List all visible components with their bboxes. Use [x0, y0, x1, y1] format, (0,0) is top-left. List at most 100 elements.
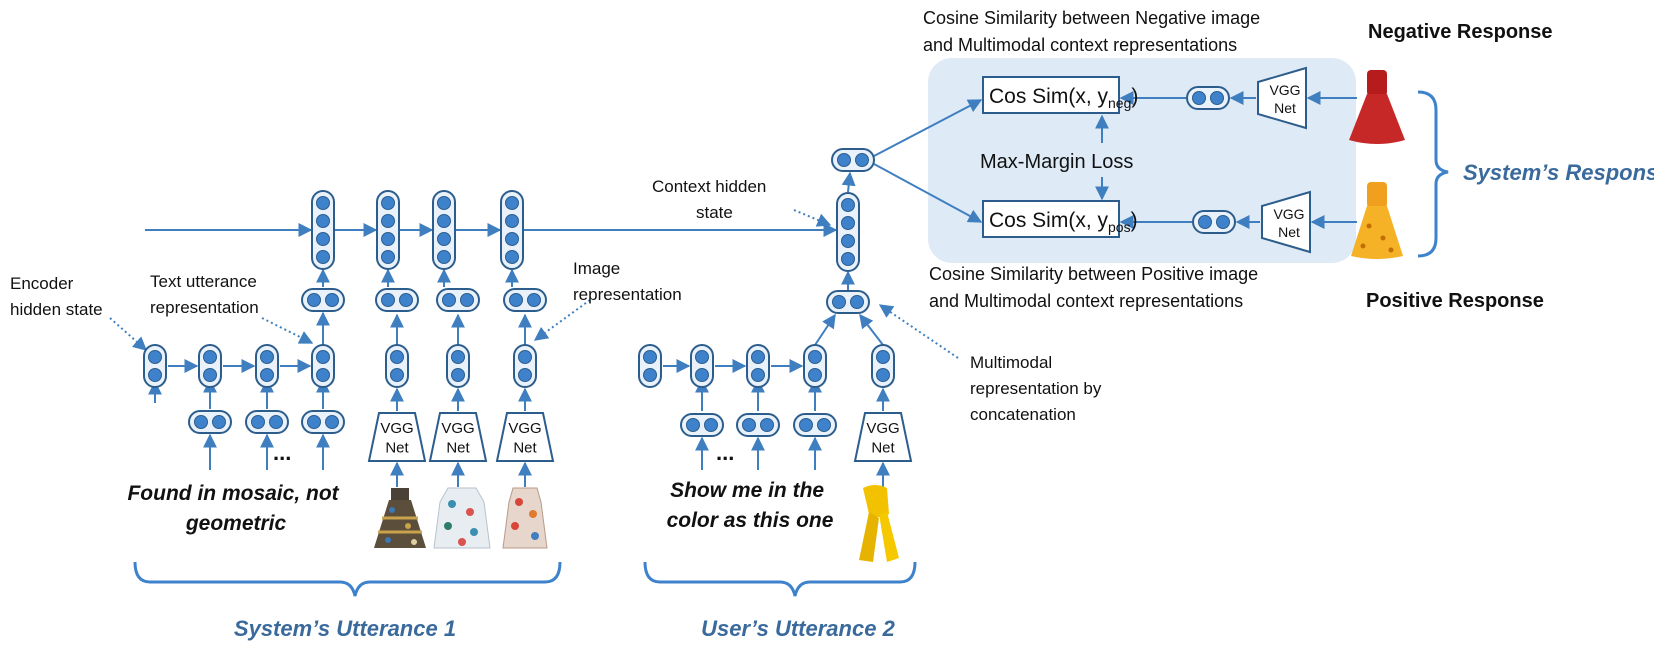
node-dot [269, 415, 283, 429]
ellipsis-user: ... [716, 440, 734, 465]
node-dot [1192, 91, 1206, 105]
image-repr-line2: representation [573, 285, 682, 304]
cos-neg-caption-line1: Cosine Similarity between Negative image [923, 8, 1260, 28]
product-images [374, 70, 1405, 562]
word-embedding-node [301, 410, 345, 434]
context-rnn-node [500, 190, 524, 270]
vgg-label-line2: Net [446, 439, 470, 456]
node-dot [518, 350, 532, 364]
text-repr-line1: Text utterance [150, 272, 257, 291]
node-dot [695, 368, 709, 382]
encoder-hidden-node [803, 344, 827, 388]
node-dot [760, 418, 774, 432]
vgg-shape [428, 412, 488, 462]
word-embedding-node [793, 413, 837, 437]
context-hidden-state-label: Context hidden state [652, 177, 771, 222]
node-dot [751, 368, 765, 382]
vgg-label-line2: Net [1278, 224, 1300, 240]
user-utterance-caption: User’s Utterance 2 [701, 616, 895, 641]
image-repr-node [385, 344, 409, 388]
vgg-shape [367, 412, 427, 462]
multimodal-line2: representation by [970, 379, 1102, 398]
cos-neg-caption: Cosine Similarity between Negative image… [923, 8, 1265, 55]
system-response-brace [1417, 90, 1449, 258]
node-dot [437, 196, 451, 210]
cos-sim-pos-sub: pos [1108, 219, 1131, 235]
node-dot [307, 415, 321, 429]
user-text-line2: color as this one [667, 509, 834, 532]
node-dot [203, 350, 217, 364]
context-output-node [831, 148, 875, 172]
multimodal-line3: concatenation [970, 405, 1076, 424]
svg-text:Cos Sim(x, yneg): Cos Sim(x, yneg) [989, 85, 1138, 111]
vgg-shape [853, 412, 913, 462]
image-repr-node [871, 344, 895, 388]
node-dot [527, 293, 541, 307]
encoder-hidden-node [255, 344, 279, 388]
encoder-label-line2: hidden state [10, 300, 103, 319]
system-utterance-text: Found in mosaic, not geometric [127, 482, 344, 535]
node-dot [695, 350, 709, 364]
multimodal-repr-label: Multimodal representation by concatenati… [970, 353, 1106, 424]
positive-response-label: Positive Response [1366, 290, 1544, 312]
node-dot [855, 153, 869, 167]
multimodal-line1: Multimodal [970, 353, 1052, 372]
node-dot [381, 196, 395, 210]
arrow-layer [145, 91, 1357, 487]
node-dot [251, 415, 265, 429]
node-dot [518, 368, 532, 382]
image-pair-node [503, 288, 547, 312]
node-dot [194, 415, 208, 429]
text-repr-line2: representation [150, 298, 259, 317]
node-dot [850, 295, 864, 309]
encoder-hidden-node [690, 344, 714, 388]
pointer-line [878, 304, 959, 359]
vgg-label-line2: Net [1274, 100, 1296, 116]
negative-response-label: Negative Response [1368, 21, 1553, 43]
node-dot [381, 214, 395, 228]
node-capsule [376, 190, 400, 270]
multimodal-concat-node [826, 290, 870, 314]
cos-sim-neg-label: Cos Sim(x, y [989, 85, 1109, 108]
node-dot [751, 350, 765, 364]
vgg-label-line2: Net [871, 439, 895, 456]
node-dot [876, 350, 890, 364]
encoder-label-line1: Encoder [10, 274, 74, 293]
system-utterance-caption: System’s Utterance 1 [234, 616, 456, 641]
node-dot [686, 418, 700, 432]
text-utterance-repr-label: Text utterance representation [150, 272, 262, 317]
node-dot [817, 418, 831, 432]
node-dot [442, 293, 456, 307]
node-dot [505, 250, 519, 264]
node-dot [316, 250, 330, 264]
node-dot [325, 415, 339, 429]
node-dot [437, 214, 451, 228]
node-dot [316, 350, 330, 364]
node-layer [143, 86, 1236, 437]
node-dot [451, 350, 465, 364]
word-embedding-node [736, 413, 780, 437]
node-dot [509, 293, 523, 307]
cos-sim-neg-sub: neg [1108, 95, 1131, 111]
node-capsule [836, 192, 860, 272]
node-dot [325, 293, 339, 307]
positive-image-repr-node [1192, 210, 1236, 234]
encoder-hidden-node [638, 344, 662, 388]
system-utterance-brace [133, 561, 562, 597]
arrow [859, 313, 884, 346]
vgg-label-line1: VGG [866, 420, 899, 437]
image-repr-label: Image representation [573, 259, 682, 304]
cos-sim-negative-box: Cos Sim(x, yneg) [982, 76, 1138, 114]
node-dot [203, 368, 217, 382]
cos-pos-caption-line1: Cosine Similarity between Positive image [929, 264, 1258, 284]
arrow [814, 313, 836, 346]
svg-text:Cos Sim(x, ypos): Cos Sim(x, ypos) [989, 209, 1138, 235]
dress-icon [1351, 182, 1403, 259]
cos-pos-caption-line2: and Multimodal context representations [929, 291, 1243, 311]
negative-image-repr-node [1186, 86, 1230, 110]
pointer-line [109, 317, 148, 351]
